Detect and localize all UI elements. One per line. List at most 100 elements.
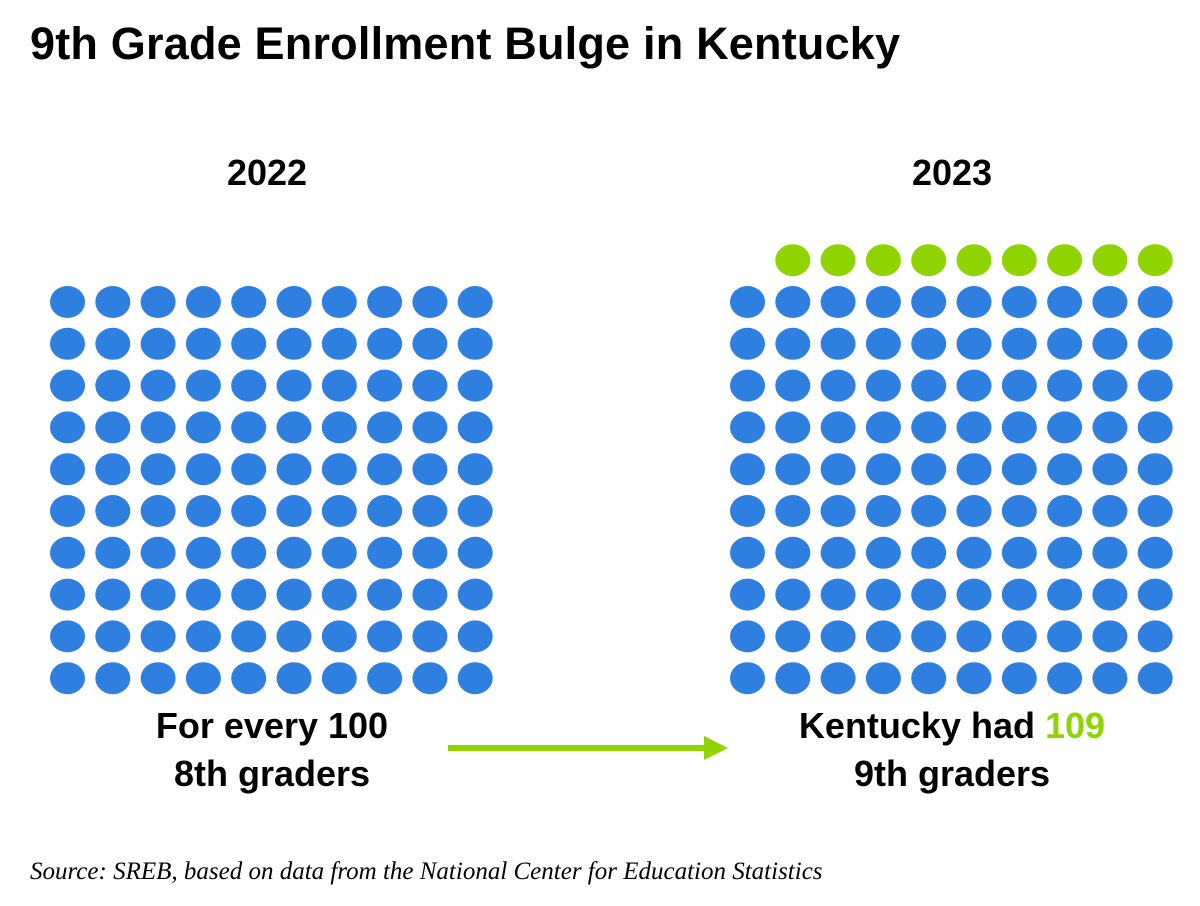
dot-2022 [185,495,221,527]
dot-2022 [367,453,403,486]
dot-2022 [276,327,312,360]
dot-2022 [140,286,176,318]
extra-dot-2023 [956,244,992,277]
dot-2023 [730,286,765,318]
dot-2023 [911,453,947,486]
dot-2023 [1137,662,1173,695]
dot-2023 [1137,327,1173,360]
dot-2023 [1001,620,1037,653]
dot-2022 [50,327,85,360]
caption-2023: Kentucky had 109 9th graders [702,702,1200,798]
extra-dot-2023 [865,244,901,277]
dot-2022 [276,453,312,486]
dot-2022 [95,411,131,444]
dot-2023 [1047,453,1083,486]
dot-2023 [865,578,901,611]
dot-2023 [956,578,992,611]
dot-2022 [50,578,85,611]
dot-2023 [911,495,947,527]
dot-2022 [276,369,312,402]
dot-2023 [1092,620,1128,653]
dot-2022 [321,286,357,318]
dot-2022 [367,662,403,695]
dot-2023 [1092,369,1128,402]
dot-2023 [775,620,811,653]
dot-2022 [457,327,493,360]
dot-2023 [1092,578,1128,611]
dot-2022 [321,662,357,695]
dot-2023 [730,620,765,653]
dot-2023 [865,453,901,486]
dot-2022 [457,578,493,611]
dot-2023 [820,286,856,318]
dot-2022 [367,369,403,402]
dot-2023 [956,411,992,444]
arrow [448,736,728,760]
dot-2022 [95,453,131,486]
dot-2022 [50,453,85,486]
dot-2022 [185,411,221,444]
caption-2022: For every 100 8th graders [22,702,522,798]
dot-2022 [457,286,493,318]
dot-2022 [321,536,357,569]
dot-2022 [231,620,267,653]
dot-2022 [412,327,448,360]
dot-2023 [775,662,811,695]
caption-2022-line1: For every 100 [155,705,389,746]
dot-2022 [95,662,131,695]
caption-2023-value: 109 [1044,705,1106,746]
dot-2023 [730,453,765,486]
dot-2023 [956,369,992,402]
dot-2022 [412,411,448,444]
dot-2023 [911,578,947,611]
dot-2023 [820,620,856,653]
dot-2022 [457,536,493,569]
dot-2022 [412,662,448,695]
dot-2023 [775,453,811,486]
dot-2023 [1047,495,1083,527]
dot-2023 [956,536,992,569]
dot-2022 [367,495,403,527]
dot-2023 [730,536,765,569]
dot-2023 [820,662,856,695]
extra-dot-2023 [775,244,811,277]
dot-2023 [1047,369,1083,402]
dot-2022 [140,453,176,486]
extra-dot-2023 [820,244,856,277]
dot-2022 [412,369,448,402]
dot-2022 [185,453,221,486]
dot-2023 [1137,411,1173,444]
dot-2022 [50,620,85,653]
dot-2022 [95,495,131,527]
dot-2023 [865,411,901,444]
dot-2023 [956,662,992,695]
dot-2023 [1001,536,1037,569]
dot-2023 [1047,662,1083,695]
dot-2022 [367,411,403,444]
dot-2022 [412,578,448,611]
dot-2022 [95,536,131,569]
dot-2022 [457,453,493,486]
dot-2022 [185,662,221,695]
dot-2023 [775,578,811,611]
dot-2022 [276,536,312,569]
dot-2023 [1047,536,1083,569]
dot-2022 [95,620,131,653]
dot-2023 [820,453,856,486]
dot-2023 [911,327,947,360]
dot-2022 [231,369,267,402]
dot-2023 [1001,411,1037,444]
extra-dot-2023 [1001,244,1037,277]
dot-2023 [911,411,947,444]
dot-2022 [321,411,357,444]
dot-2022 [321,327,357,360]
dot-2023 [820,369,856,402]
dot-2023 [911,662,947,695]
dot-2022 [95,578,131,611]
dot-2023 [1137,369,1173,402]
dot-2022 [140,327,176,360]
dot-2023 [730,495,765,527]
dot-2022 [321,620,357,653]
page-title: 9th Grade Enrollment Bulge in Kentucky [30,18,901,69]
